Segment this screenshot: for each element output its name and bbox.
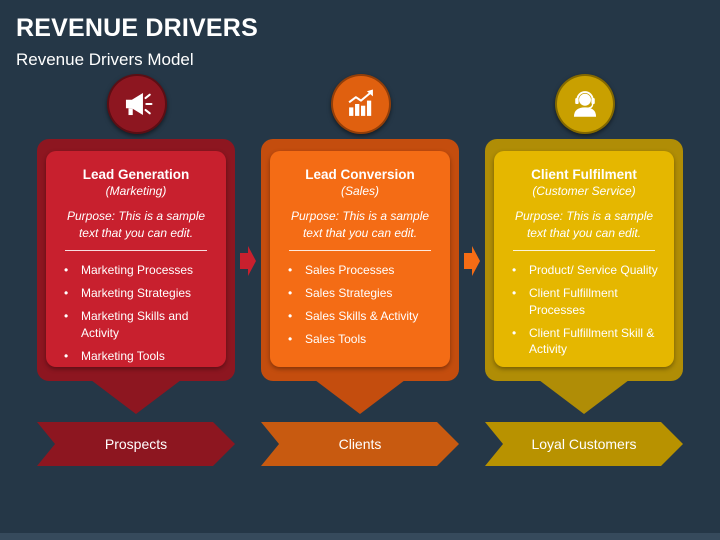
card-purpose: Purpose: This is a sample text that you …	[514, 209, 654, 240]
card-subtitle: (Marketing)	[105, 184, 167, 198]
list-item: Marketing Processes	[64, 262, 218, 279]
card-subtitle: (Sales)	[340, 184, 379, 198]
card-pointer	[91, 380, 181, 414]
card-title: Client Fulfilment	[531, 167, 637, 182]
connector-shape	[240, 246, 256, 276]
list-item: Sales Skills & Activity	[288, 308, 442, 325]
megaphone-icon	[125, 92, 153, 116]
list-item: Product/ Service Quality	[512, 262, 666, 279]
column-lead-conversion: Lead Conversion (Sales) Purpose: This is…	[261, 0, 459, 540]
list-item: Client Fulfillment Processes	[512, 285, 666, 318]
divider	[65, 250, 207, 251]
chevron-shape	[261, 422, 459, 466]
bullet-list: Sales Processes Sales Strategies Sales S…	[270, 262, 450, 348]
list-item: Marketing Tools	[64, 348, 218, 365]
card-purpose: Purpose: This is a sample text that you …	[290, 209, 430, 240]
chevron-shape	[485, 422, 683, 466]
list-item: Sales Tools	[288, 331, 442, 348]
card-subtitle: (Customer Service)	[532, 184, 636, 198]
outcome-chevron: Loyal Customers	[485, 422, 683, 466]
bottom-bar	[0, 533, 720, 540]
bullet-list: Product/ Service Quality Client Fulfillm…	[494, 262, 674, 358]
divider	[513, 250, 655, 251]
column-lead-generation: Lead Generation (Marketing) Purpose: Thi…	[37, 0, 235, 540]
connector-arrow-icon	[464, 246, 480, 276]
icon-circle	[331, 74, 391, 134]
outcome-label: Prospects	[104, 436, 168, 452]
connector-shape	[464, 246, 480, 276]
list-item: Marketing Skills and Activity	[64, 308, 218, 341]
list-item: Marketing Strategies	[64, 285, 218, 302]
card-pointer	[539, 380, 629, 414]
outcome-chevron: Clients	[261, 422, 459, 466]
card-title: Lead Generation	[82, 167, 190, 182]
page-subtitle: Revenue Drivers Model	[16, 50, 194, 69]
outcome-chevron: Prospects	[37, 422, 235, 466]
card-content: Lead Conversion (Sales) Purpose: This is…	[270, 151, 450, 367]
chevron-shape	[37, 422, 235, 466]
outcome-label: Clients	[338, 436, 382, 452]
card-content: Client Fulfilment (Customer Service) Pur…	[494, 151, 674, 367]
card-title: Lead Conversion	[305, 167, 415, 182]
list-item: Sales Strategies	[288, 285, 442, 302]
column-client-fulfilment: Client Fulfilment (Customer Service) Pur…	[485, 0, 683, 540]
icon-circle	[107, 74, 167, 134]
support-agent-icon	[573, 91, 597, 117]
outcome-label: Loyal Customers	[531, 436, 637, 452]
list-item: Sales Processes	[288, 262, 442, 279]
card-pointer	[315, 380, 405, 414]
page-title: REVENUE DRIVERS	[16, 14, 258, 42]
growth-chart-icon	[348, 89, 373, 116]
divider	[289, 250, 431, 251]
list-item: Client Fulfillment Skill & Activity	[512, 325, 666, 358]
card-purpose: Purpose: This is a sample text that you …	[66, 209, 206, 240]
card-content: Lead Generation (Marketing) Purpose: Thi…	[46, 151, 226, 367]
icon-circle	[555, 74, 615, 134]
connector-arrow-icon	[240, 246, 256, 276]
bullet-list: Marketing Processes Marketing Strategies…	[46, 262, 226, 364]
